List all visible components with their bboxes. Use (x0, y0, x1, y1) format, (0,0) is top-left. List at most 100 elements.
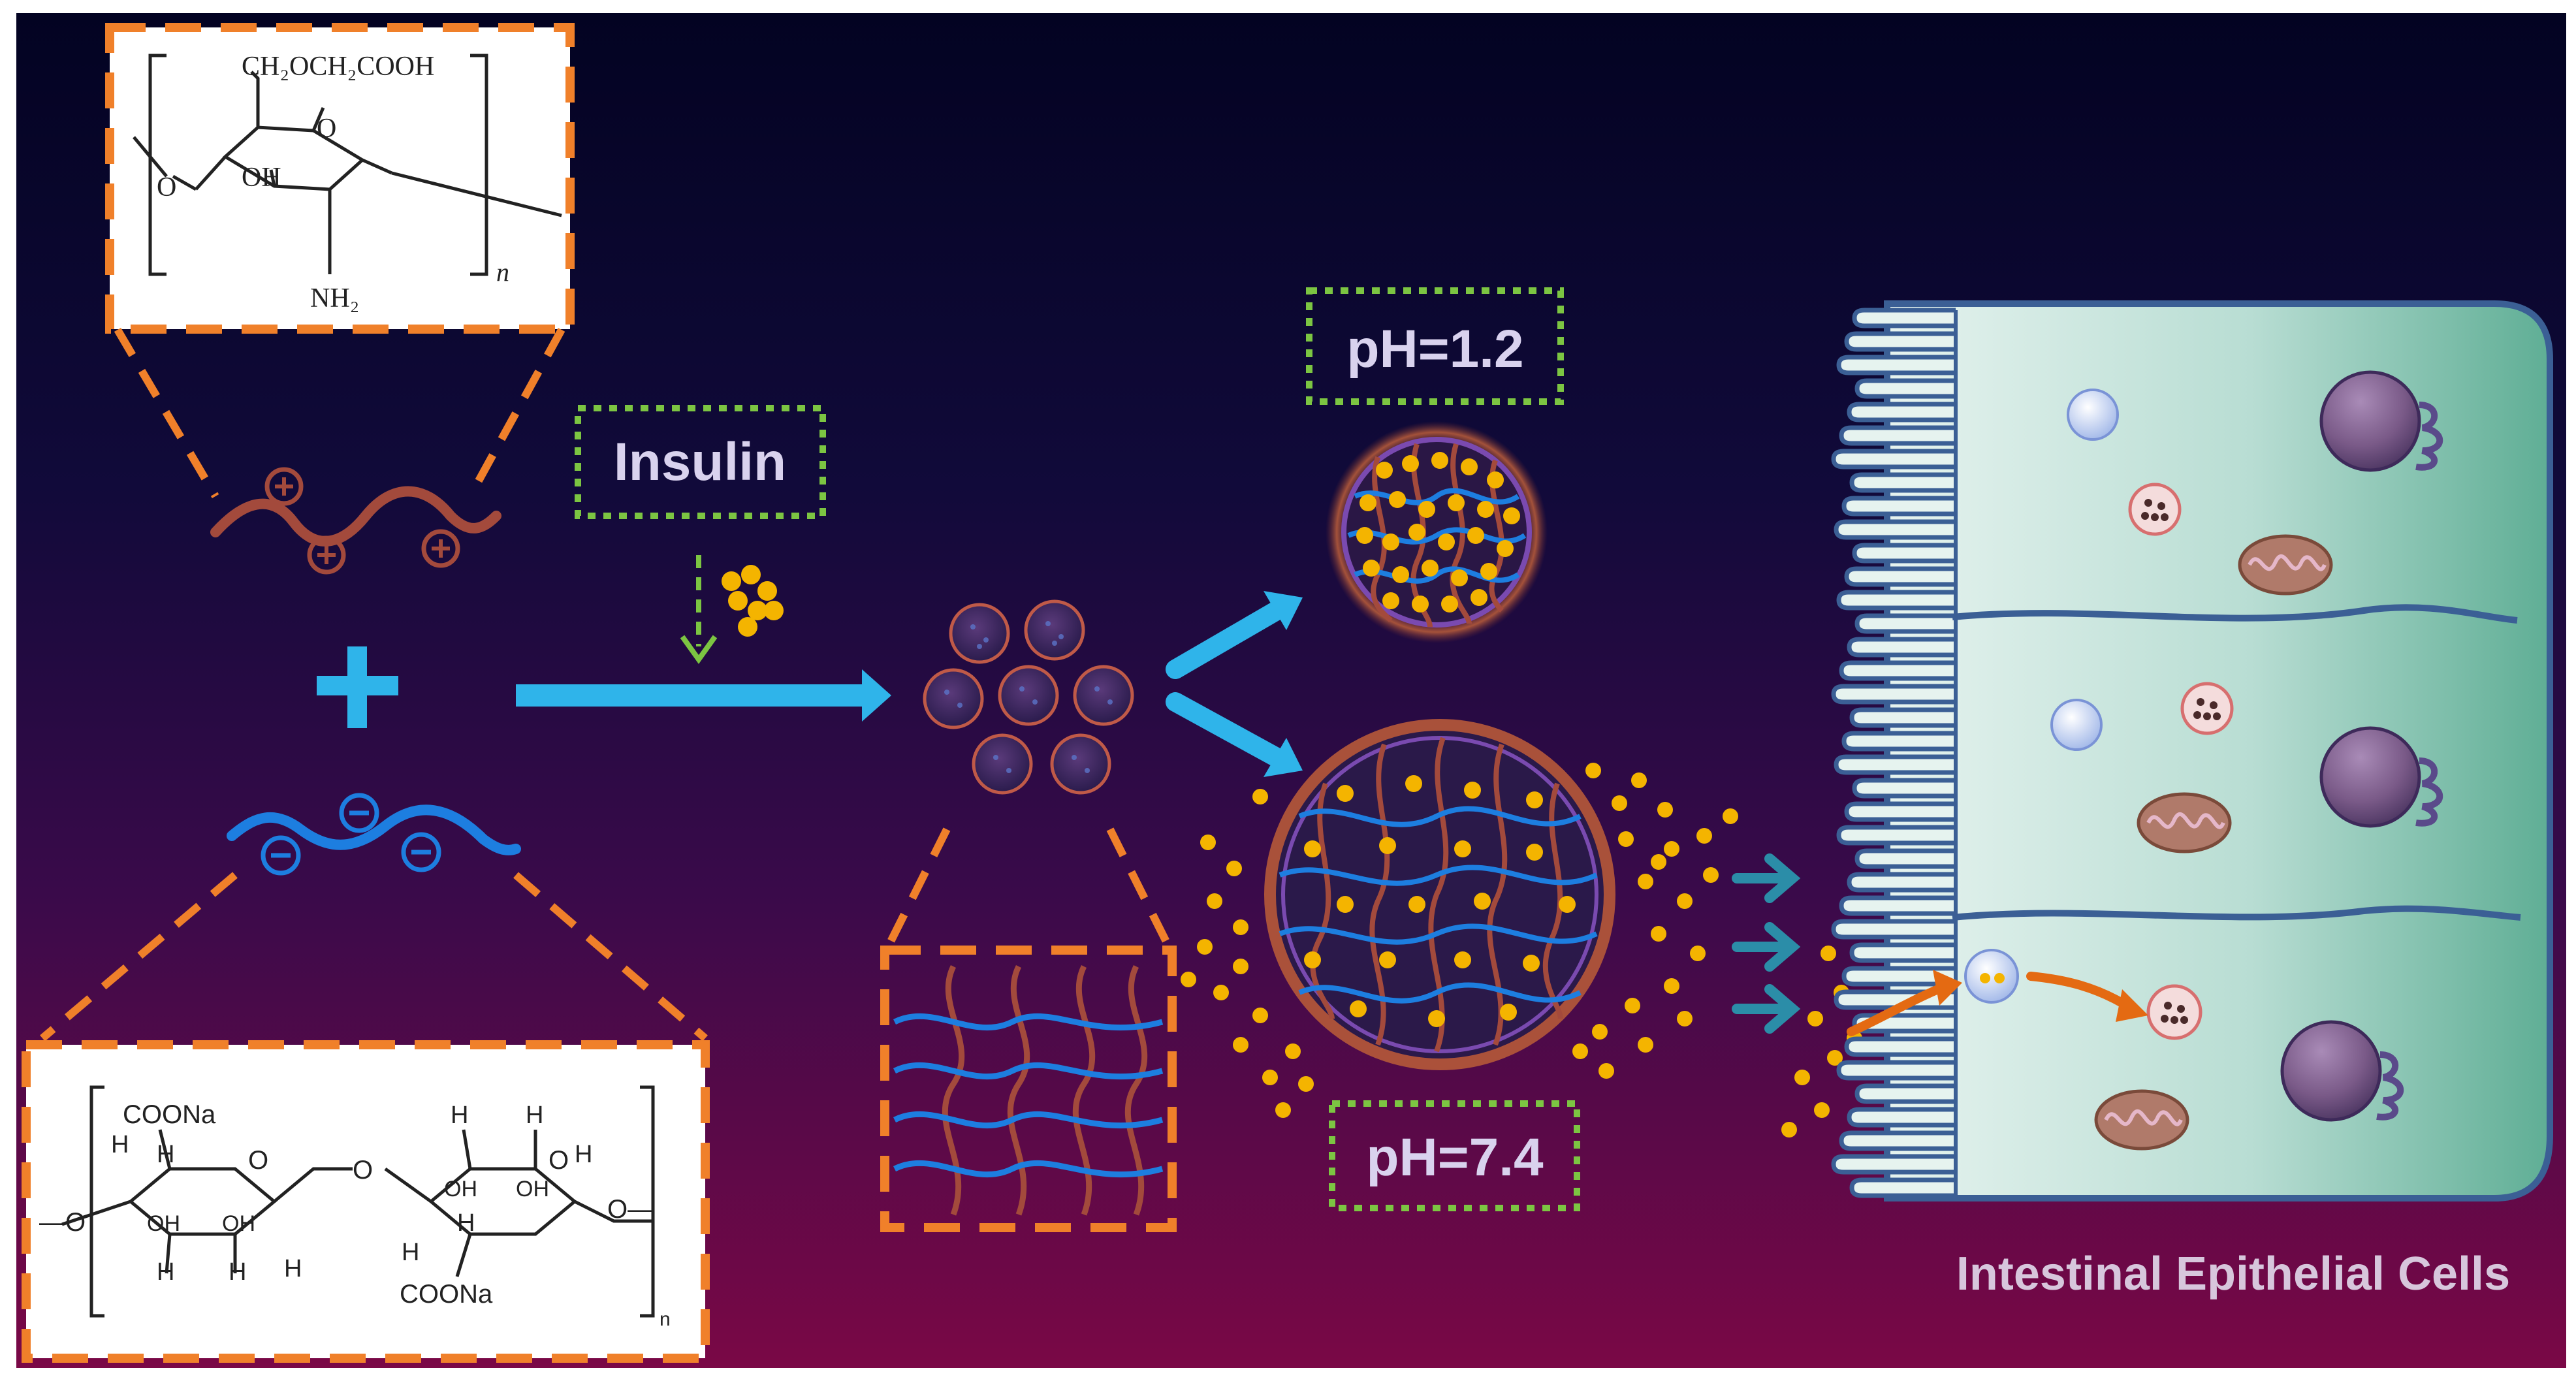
negative-charge-icon (261, 835, 301, 876)
negative-charge-icon (339, 793, 379, 833)
polymer-network-panel (880, 946, 1177, 1232)
microvillus (1831, 684, 1956, 705)
alginate-zoom-lines (40, 872, 708, 1042)
assembly-arrow (516, 669, 891, 722)
alginate-ring-oxygen-1: O (248, 1146, 268, 1175)
mitochondrion-icon (2137, 792, 2232, 853)
microvillus (1852, 543, 1956, 564)
vesicle-with-insulin-icon (1964, 949, 2019, 1004)
cells-label: Intestinal Epithelial Cells (1956, 1248, 2510, 1300)
alginate-bridge-oxygen: O (353, 1156, 373, 1185)
alginate-hydrogen: H (526, 1102, 543, 1129)
uptake-arrow (2026, 972, 2148, 1022)
microvillus (1854, 1083, 1956, 1104)
microvillus (1844, 1036, 1956, 1057)
microvillus (1841, 496, 1956, 517)
insulin-add-arrow (680, 555, 718, 664)
alginate-hydrogen: H (402, 1239, 419, 1266)
positive-charge-icon (264, 467, 304, 506)
nucleus-icon (2319, 370, 2443, 472)
compact-particle (1326, 421, 1548, 643)
alginate-oh-2: OH (222, 1211, 255, 1236)
alginate-end-oxygen-right: O— (607, 1195, 654, 1224)
lysosome-icon (2180, 682, 2234, 735)
microvillus (1839, 660, 1956, 681)
microvillus (1847, 637, 1956, 658)
microvillus (1852, 778, 1956, 799)
microvillus (1831, 1154, 1956, 1175)
microvillus (1839, 425, 1956, 446)
microvillus (1834, 519, 1956, 540)
microvillus (1854, 848, 1956, 869)
branch-arrow-neutral (1166, 692, 1303, 777)
chitosan-structure-panel: CH₂OCH₂COOH O OH O NH₂ n (105, 23, 575, 334)
microvillus (1849, 942, 1956, 963)
chitosan-ring-oxygen: O (317, 114, 336, 144)
insulin-dots-cluster (722, 565, 784, 637)
alginate-hydrogen: H (451, 1102, 468, 1129)
microvillus (1849, 707, 1956, 728)
microvillus (1841, 966, 1956, 987)
microvillus (1854, 378, 1956, 399)
insulin-label: Insulin (614, 432, 786, 492)
alginate-hydrogen: H (229, 1258, 246, 1286)
alginate-ring-oxygen-2: O (549, 1146, 569, 1175)
chitosan-strand (210, 467, 501, 575)
swollen-particle (1264, 719, 1615, 1070)
microvillus (1844, 566, 1956, 587)
alginate-carboxylate-2: COONa (400, 1280, 493, 1309)
chitosan-amine: NH₂ (310, 283, 359, 313)
branch-arrow-acid (1166, 591, 1303, 679)
alginate-oh-1: OH (147, 1211, 180, 1236)
ph-neutral-label-box: pH=7.4 (1329, 1100, 1580, 1211)
alginate-strand (227, 793, 521, 876)
transport-chevrons (1732, 853, 1801, 1034)
microvillus (1839, 1130, 1956, 1151)
ph-acid-label-box: pH=1.2 (1306, 287, 1564, 405)
lysosome-icon (2146, 984, 2202, 1040)
mitochondrion-icon (2238, 534, 2333, 596)
alginate-oh-3: OH (444, 1177, 477, 1201)
microvillus (1839, 895, 1956, 916)
alginate-hydrogen: H (111, 1131, 129, 1158)
alginate-carboxylate-1: COONa (123, 1100, 216, 1129)
positive-charge-icon (421, 529, 460, 568)
microvillus (1836, 355, 1956, 375)
alginate-hydrogen: H (284, 1255, 302, 1282)
microvillus (1847, 402, 1956, 422)
negative-charge-icon (401, 832, 441, 872)
microvillus (1847, 1107, 1956, 1128)
nucleus-icon (2280, 1020, 2404, 1122)
alginate-hydrogen: H (157, 1141, 174, 1168)
lysosome-icon (2128, 483, 2182, 536)
microvillus (1836, 825, 1956, 846)
microvillus (1854, 613, 1956, 634)
nanoparticle-cluster (923, 599, 1134, 795)
alginate-repeat-n: n (660, 1309, 671, 1330)
microvillus (1849, 1177, 1956, 1198)
alginate-hydrogen: H (575, 1141, 592, 1168)
microvillus (1831, 919, 1956, 940)
microvillus (1847, 872, 1956, 893)
microvillus (1831, 449, 1956, 469)
alginate-hydrogen: H (157, 1258, 174, 1286)
alginate-oh-4: OH (516, 1177, 549, 1201)
nucleus-icon (2319, 726, 2443, 828)
mitochondrion-icon (2094, 1089, 2189, 1151)
network-zoom-lines (884, 827, 1173, 949)
positive-charge-icon (307, 535, 346, 575)
vesicle-icon (2067, 389, 2119, 441)
chitosan-side-chain: CH₂OCH₂COOH (242, 52, 434, 82)
uptake-arrow (1847, 970, 1962, 1036)
microvillus (1849, 472, 1956, 493)
microvillus (1844, 801, 1956, 822)
released-insulin-dots (1181, 763, 1738, 1118)
alginate-hydrogen: H (457, 1209, 475, 1237)
chitosan-repeat-n: n (496, 257, 509, 287)
chitosan-bridge-oxygen: O (157, 172, 176, 202)
microvillus (1834, 754, 1956, 775)
microvilli (1831, 308, 1958, 1198)
ph-acid-label: pH=1.2 (1346, 319, 1523, 379)
plus-icon (317, 646, 398, 728)
